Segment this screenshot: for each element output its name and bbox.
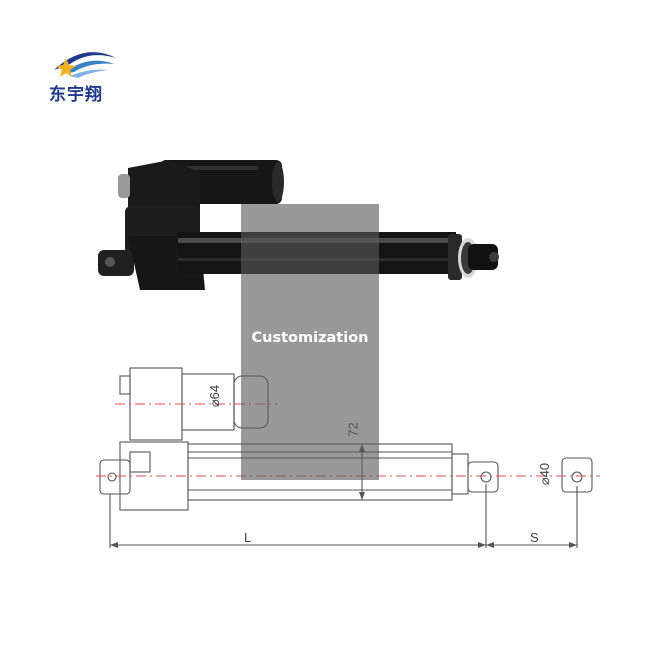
dimension-stroke: S xyxy=(530,530,539,545)
dimension-rod-diameter: ⌀40 xyxy=(537,462,553,486)
brand-name: 东宇翔 xyxy=(49,85,103,105)
brand-logo xyxy=(54,52,116,78)
dimension-length: L xyxy=(244,530,252,545)
customization-overlay xyxy=(241,204,379,480)
dimension-motor-diameter: ⌀64 xyxy=(207,384,223,408)
customization-label: Customization xyxy=(251,330,369,346)
